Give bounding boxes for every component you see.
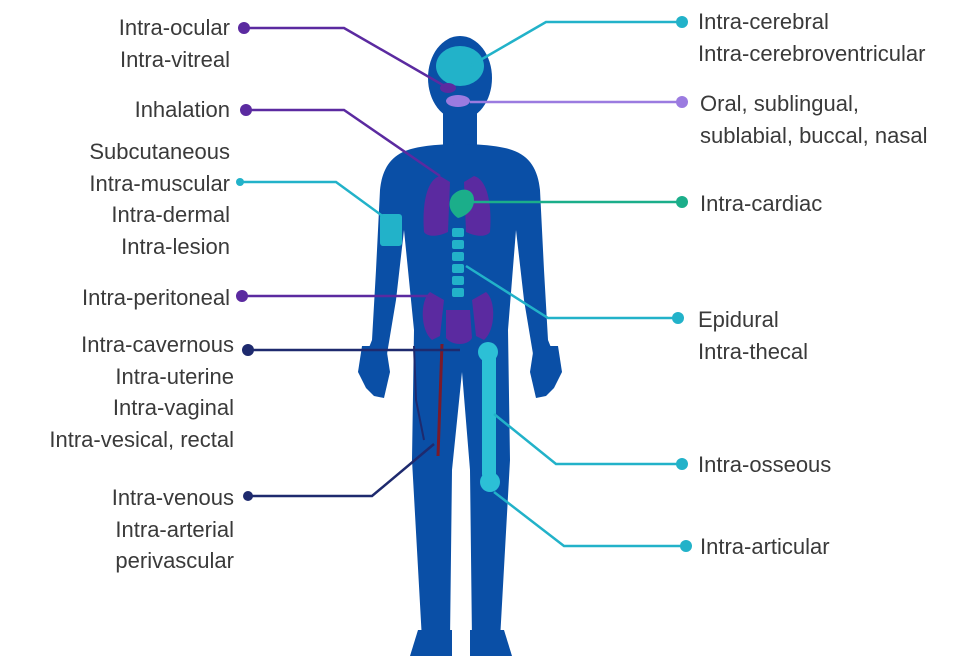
- label-line: Intra-peritoneal: [82, 282, 230, 314]
- label-line: Intra-vaginal: [49, 392, 234, 424]
- leader-line-osseous: [494, 414, 682, 464]
- label-line: Intra-lesion: [89, 231, 230, 263]
- leader-line-cerebral: [470, 22, 682, 66]
- left-hand: [358, 346, 390, 398]
- label-line: Intra-vitreal: [119, 44, 230, 76]
- arm-injection-patch: [380, 214, 402, 246]
- label-line: Intra-osseous: [698, 449, 831, 481]
- label-line: Intra-dermal: [89, 199, 230, 231]
- label-line: Oral, sublingual,: [700, 88, 927, 120]
- label-oral: Oral, sublingual, sublabial, buccal, nas…: [700, 88, 927, 151]
- right-foot: [470, 630, 512, 656]
- label-line: Intra-articular: [700, 531, 830, 563]
- label-line: Intra-cerebroventricular: [698, 38, 925, 70]
- leader-dot-cardiac: [676, 196, 688, 208]
- label-articular: Intra-articular: [700, 531, 830, 563]
- brain: [436, 46, 484, 86]
- label-line: sublabial, buccal, nasal: [700, 120, 927, 152]
- label-line: Intra-thecal: [698, 336, 808, 368]
- leader-line-ocular: [244, 28, 448, 88]
- leader-dot-articular: [680, 540, 692, 552]
- label-line: Intra-arterial: [112, 514, 234, 546]
- label-line: perivascular: [112, 545, 234, 577]
- label-line: Subcutaneous: [89, 136, 230, 168]
- label-cavernous: Intra-cavernous Intra-uterine Intra-vagi…: [49, 329, 234, 455]
- label-line: Intra-ocular: [119, 12, 230, 44]
- mouth-marker: [446, 95, 470, 107]
- label-line: Intra-cerebral: [698, 6, 925, 38]
- label-epidural: Epidural Intra-thecal: [698, 304, 808, 367]
- leader-dot-cavernous: [242, 344, 254, 356]
- leader-dot-epidural: [672, 312, 684, 324]
- label-ocular: Intra-ocular Intra-vitreal: [119, 12, 230, 75]
- label-osseous: Intra-osseous: [698, 449, 831, 481]
- label-inhalation: Inhalation: [135, 94, 230, 126]
- leader-dot-ocular: [238, 22, 250, 34]
- label-line: Intra-cardiac: [700, 188, 822, 220]
- left-foot: [410, 630, 452, 656]
- label-line: Intra-muscular: [89, 168, 230, 200]
- label-line: Intra-vesical, rectal: [49, 424, 234, 456]
- leader-dot-cerebral: [676, 16, 688, 28]
- label-subcutaneous: Subcutaneous Intra-muscular Intra-dermal…: [89, 136, 230, 262]
- leader-dot-osseous: [676, 458, 688, 470]
- leader-dot-subcutaneous: [236, 178, 244, 186]
- leader-line-venous: [248, 444, 434, 496]
- label-cerebral: Intra-cerebral Intra-cerebroventricular: [698, 6, 925, 69]
- leader-line-subcutaneous: [240, 182, 388, 220]
- leader-dot-oral: [676, 96, 688, 108]
- leader-dot-venous: [243, 491, 253, 501]
- label-line: Intra-venous: [112, 482, 234, 514]
- label-line: Intra-cavernous: [49, 329, 234, 361]
- label-cardiac: Intra-cardiac: [700, 188, 822, 220]
- label-venous: Intra-venous Intra-arterial perivascular: [112, 482, 234, 577]
- leader-line-articular: [494, 492, 686, 546]
- label-peritoneal: Intra-peritoneal: [82, 282, 230, 314]
- label-line: Inhalation: [135, 94, 230, 126]
- label-line: Epidural: [698, 304, 808, 336]
- human-body-silhouette: [358, 36, 562, 656]
- right-hand: [530, 346, 562, 398]
- leader-dot-peritoneal: [236, 290, 248, 302]
- leader-dot-inhalation: [240, 104, 252, 116]
- neck: [443, 110, 477, 146]
- label-line: Intra-uterine: [49, 361, 234, 393]
